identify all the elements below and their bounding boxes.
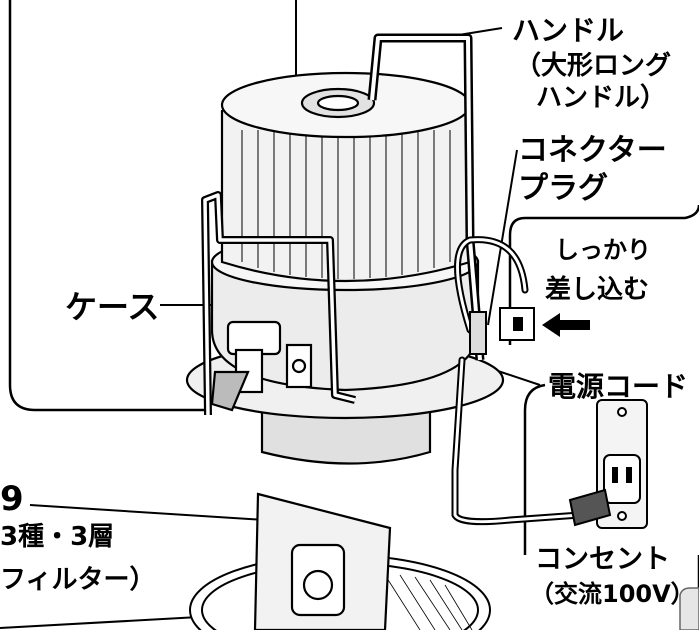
label-firmly: しっかり 差し込む	[545, 236, 651, 305]
arrow-left-icon	[542, 313, 590, 337]
handle-text-1: ハンドル	[512, 14, 624, 47]
handle-text-2: （大形ロング	[515, 51, 671, 81]
partial-number: 9	[0, 479, 24, 519]
filter-text-2: フィルター）	[0, 565, 155, 595]
callout-frame-left	[8, 0, 205, 412]
label-filter: 9 3種・3層 フィルター）	[0, 479, 155, 595]
connector-text-2: プラグ	[518, 171, 608, 206]
outlet-text-1: コンセント	[535, 544, 670, 575]
label-case: ケース	[65, 288, 159, 326]
connector-plug-icon	[469, 307, 535, 355]
power-cord-inner	[453, 238, 582, 524]
filter-text-1: 3種・3層	[0, 522, 114, 552]
bucket-mesh	[384, 574, 473, 631]
callout-frame-right	[508, 204, 699, 630]
electrical-outlet-icon	[596, 399, 648, 529]
filter-pack	[253, 492, 392, 632]
label-outlet: コンセント （交流100V）	[530, 544, 695, 608]
label-connector: コネクター プラグ	[518, 133, 667, 206]
outlet-text-2: （交流100V）	[530, 580, 695, 608]
carry-handle-inner	[203, 193, 356, 416]
handle-inner	[370, 36, 482, 361]
filter-ribs	[241, 130, 451, 279]
label-handle: ハンドル （大形ロング ハンドル）	[512, 14, 671, 113]
corner-panel	[679, 587, 699, 631]
firmly-text-2: 差し込む	[545, 274, 649, 305]
plug-icon	[568, 488, 612, 527]
firmly-text-1: しっかり	[555, 236, 651, 264]
connector-text-1: コネクター	[518, 133, 667, 168]
handle-text-3: ハンドル）	[536, 83, 666, 113]
label-power-cord: 電源コード	[548, 370, 688, 403]
